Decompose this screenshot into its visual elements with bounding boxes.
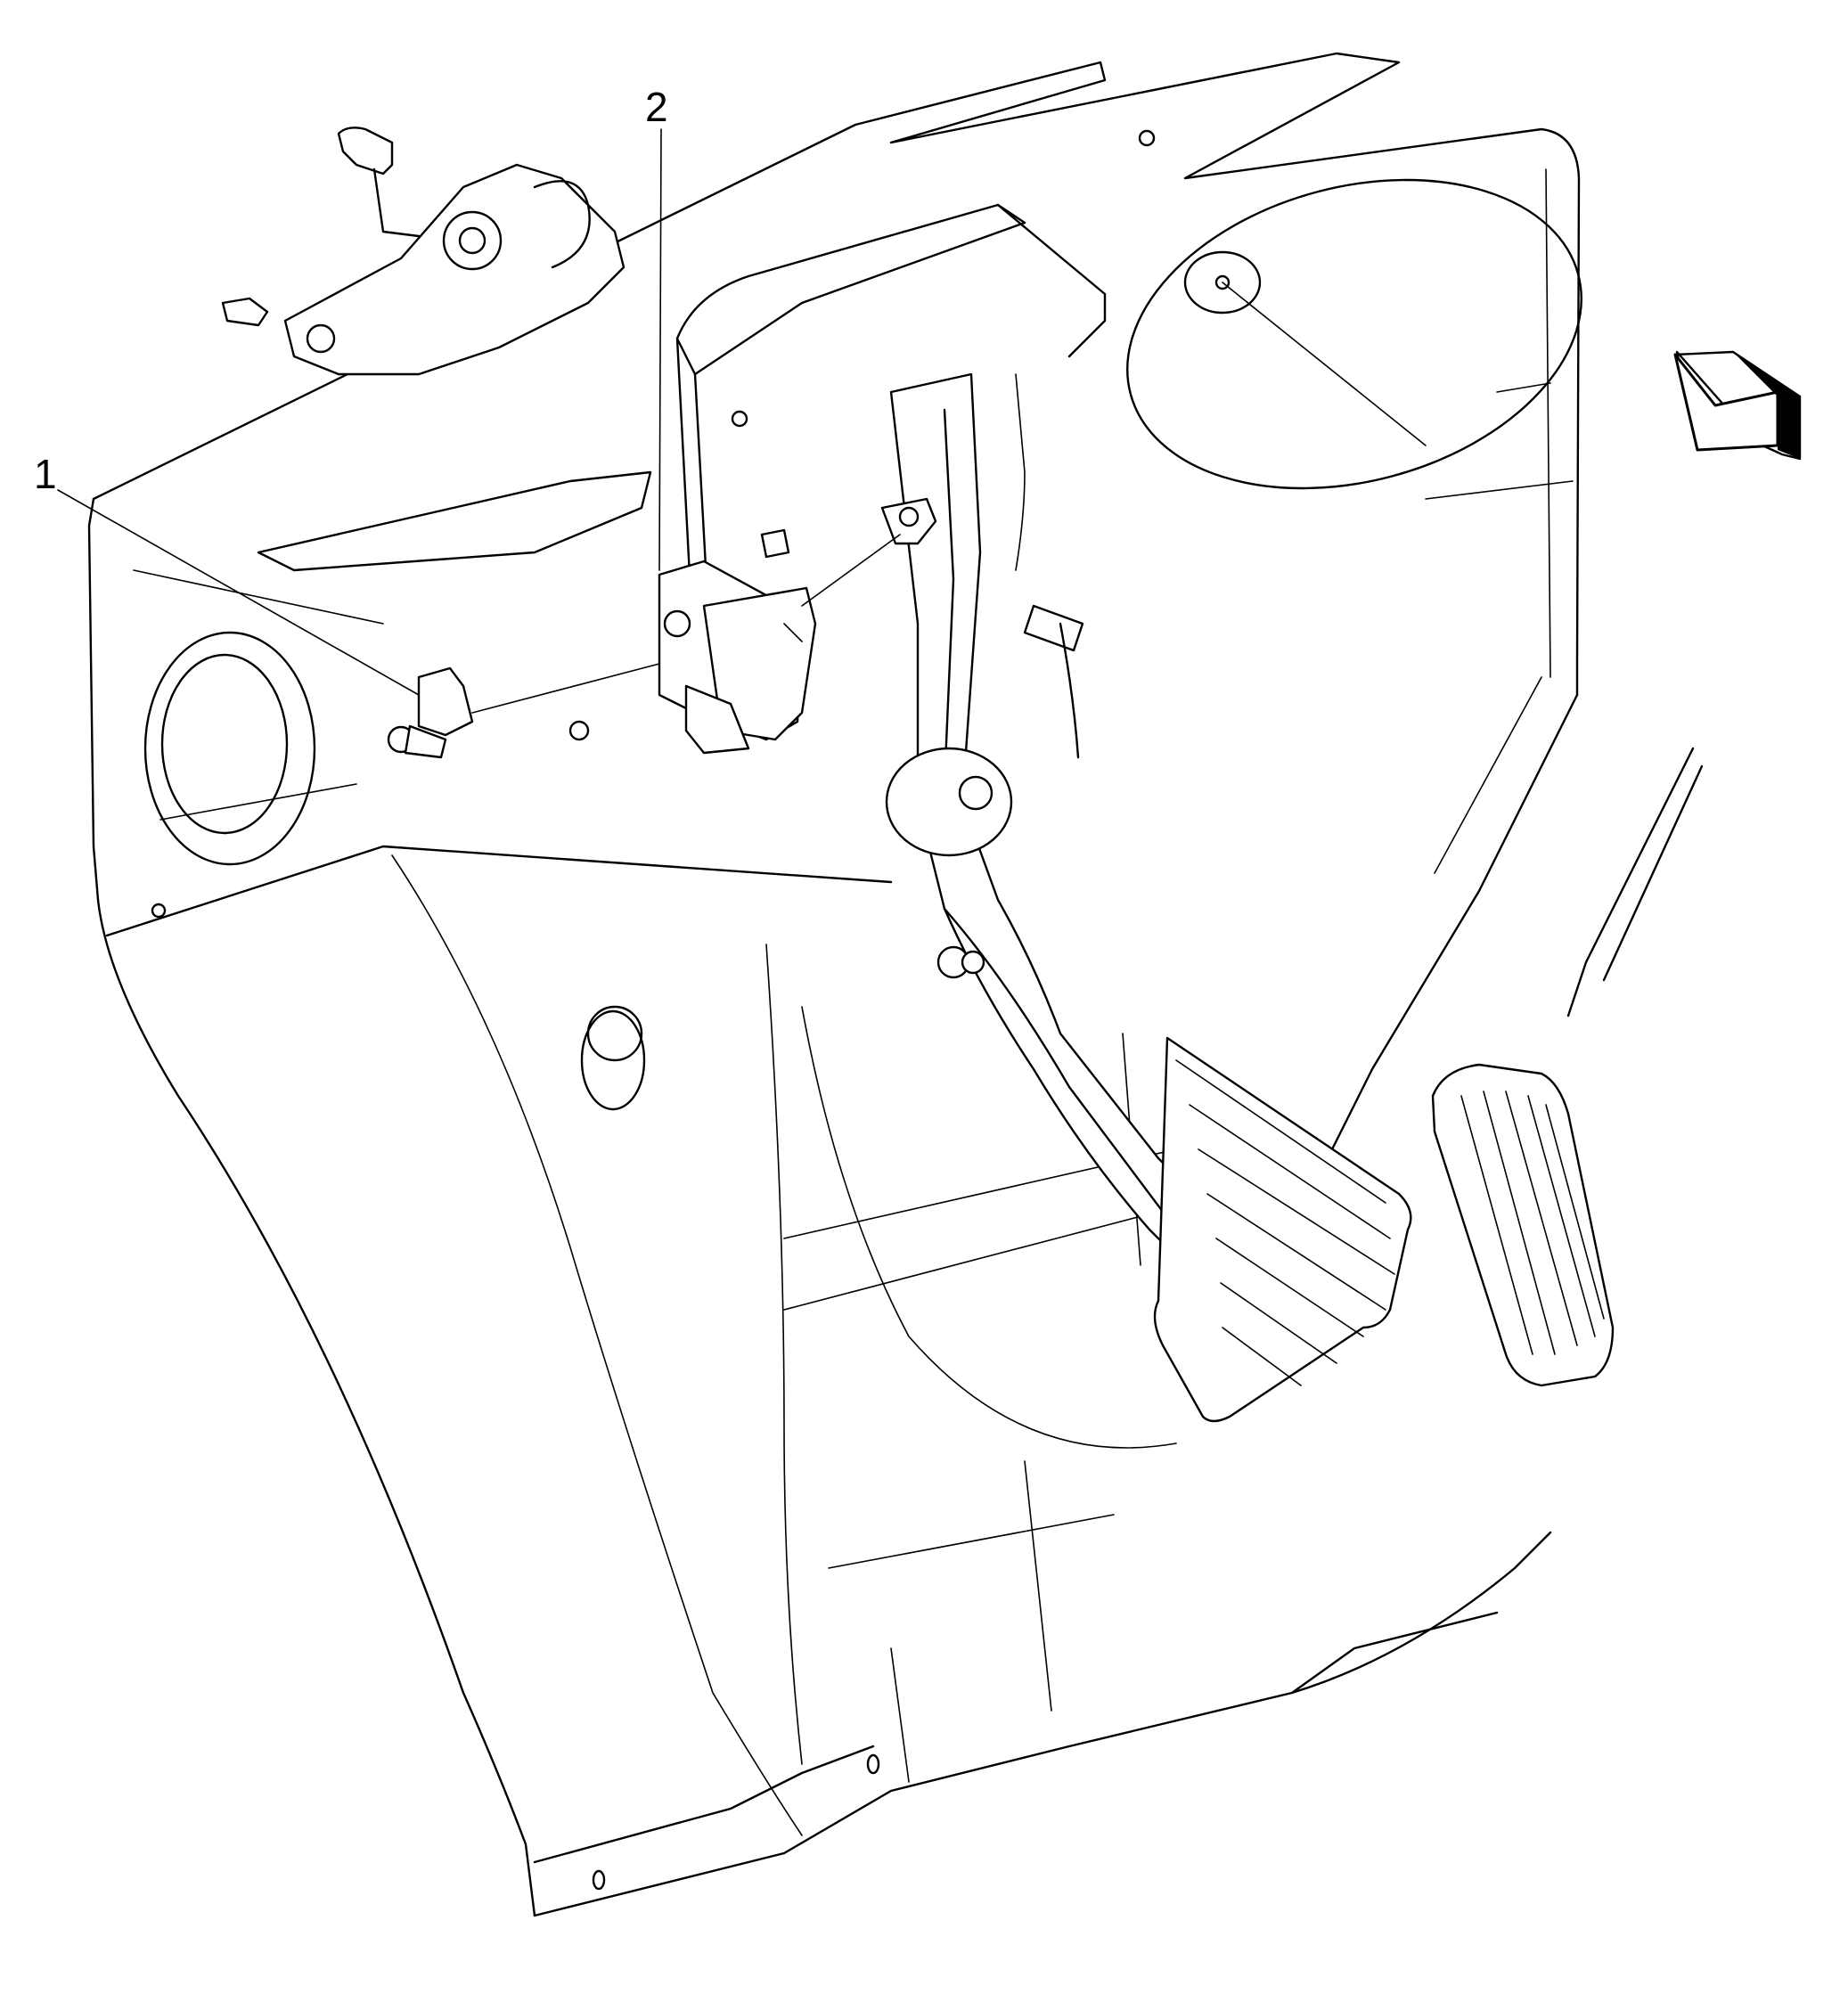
mounting-holes (568, 129, 1156, 1891)
dash-opening-left (133, 569, 384, 919)
brake-master-cylinder (221, 127, 626, 376)
brake-pedal-pad (1153, 1036, 1412, 1423)
floor-panel (96, 676, 1704, 1917)
callout-label-2: 2 (645, 84, 668, 130)
component-2-control-module (658, 560, 817, 755)
view-direction-arrow-icon (1673, 350, 1802, 461)
dash-panel (87, 52, 1581, 937)
module-fasteners (760, 497, 1084, 759)
brake-pedal-arm (885, 372, 1231, 1276)
accelerator-pedal (1431, 1063, 1615, 1387)
dash-access-cover-right (1126, 178, 1582, 490)
component-1-mounting-clip (387, 666, 474, 759)
leader-lines (57, 128, 901, 714)
callout-label-1: 1 (34, 451, 57, 497)
